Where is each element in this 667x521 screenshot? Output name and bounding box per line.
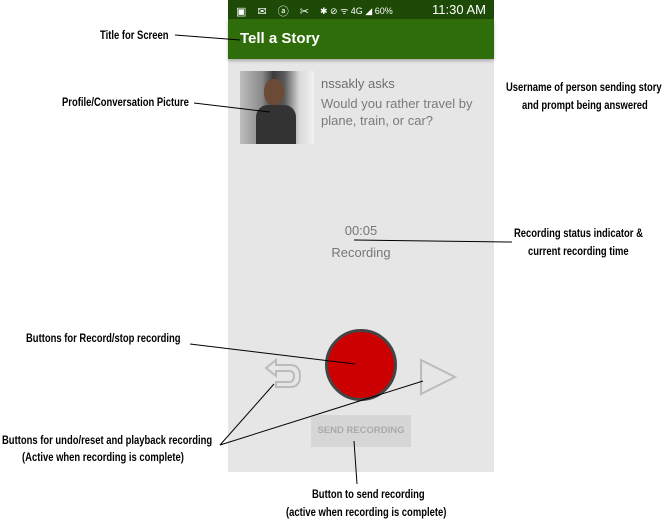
annotation-picture: Profile/Conversation Picture — [62, 97, 189, 109]
undo-icon — [264, 357, 302, 388]
annotation-status-1: Recording status indicator & — [514, 228, 643, 240]
send-recording-button[interactable]: SEND RECORDING — [311, 415, 411, 447]
annotation-undo-1: Buttons for undo/reset and playback reco… — [2, 435, 213, 447]
annotation-send-1: Button to send recording — [312, 489, 425, 501]
clock: 11:30 AM — [432, 2, 486, 17]
app-bar: Tell a Story — [228, 19, 494, 59]
play-button[interactable] — [419, 358, 458, 401]
play-icon — [420, 358, 458, 396]
profile-picture[interactable] — [240, 71, 314, 144]
status-bar: ▣ ✉ ⓐ ✂ ✱ ⊘ ᯤ 4G ◢ 60% 11:30 AM — [228, 0, 494, 19]
recording-status: Recording — [331, 245, 391, 260]
recording-time: 00:05 — [344, 223, 378, 238]
avatar-head — [264, 79, 284, 105]
annotation-send-2: (active when recording is complete) — [286, 507, 447, 519]
screen-title: Tell a Story — [240, 30, 320, 47]
annotation-undo-2: (Active when recording is complete) — [22, 452, 184, 464]
annotation-record: Buttons for Record/stop recording — [26, 333, 181, 345]
phone-screen: ▣ ✉ ⓐ ✂ ✱ ⊘ ᯤ 4G ◢ 60% 11:30 AM Tell a S… — [228, 0, 494, 472]
undo-button[interactable] — [264, 357, 302, 401]
annotation-status-2: current recording time — [528, 246, 629, 258]
annotation-title: Title for Screen — [100, 30, 169, 42]
asker-username: nssakly asks — [321, 76, 395, 91]
record-button[interactable] — [325, 329, 397, 401]
notification-icons: ▣ ✉ ⓐ ✂ — [236, 6, 313, 18]
avatar-body — [256, 105, 296, 144]
annotation-username-2: and prompt being answered — [522, 100, 648, 112]
annotation-username-1: Username of person sending story — [506, 82, 662, 94]
story-prompt: Would you rather travel by plane, train,… — [321, 96, 473, 128]
system-icons: ✱ ⊘ ᯤ 4G ◢ 60% — [320, 6, 393, 16]
